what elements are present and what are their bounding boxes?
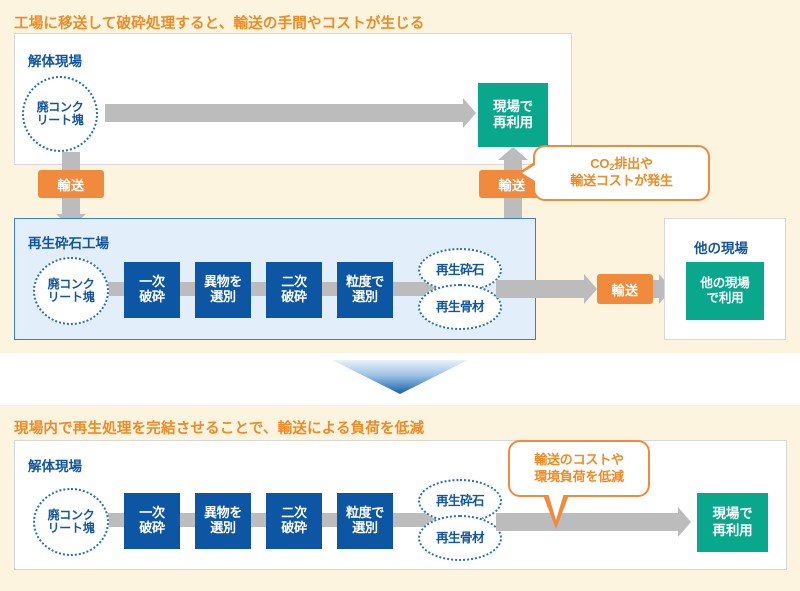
bottom-step-3-label: 二次 破砕	[281, 505, 307, 535]
top-onsite-reuse-box: 現場で 再利用	[478, 83, 548, 147]
bottom-output-2-label: 再生骨材	[435, 530, 485, 545]
bottom-step-2-label: 異物を 選別	[203, 505, 243, 535]
top-demolition-site-title: 解体現場	[28, 54, 82, 69]
section-divider-arrow	[332, 360, 468, 394]
top-waste-concrete-circle: 廃コンク リート塊	[22, 76, 98, 152]
factory-output-2-label: 再生骨材	[435, 299, 485, 314]
co2-subscript: 2	[609, 162, 615, 173]
bottom-onsite-reuse-label: 現場で 再利用	[712, 506, 753, 538]
factory-waste-concrete-circle: 廃コンク リート塊	[33, 257, 109, 325]
bottom-demolition-site-title: 解体現場	[28, 459, 82, 474]
co2-suffix: 排出や	[614, 156, 653, 172]
top-arrow-to-onsite-reuse	[105, 98, 476, 128]
cost-reduction-line1: 輸送のコストや	[534, 451, 624, 467]
bottom-onsite-reuse-box: 現場で 再利用	[697, 493, 768, 552]
bottom-step-1-label: 一次 破砕	[139, 505, 165, 535]
co2-callout-line1: CO2排出や	[590, 156, 653, 173]
bottom-step-grain-size-sorting: 粒度で 選別	[337, 493, 393, 549]
cost-reduction-callout-text: 輸送のコストや 環境負荷を低減	[534, 452, 624, 486]
transport-chip-down: 輸送	[38, 170, 104, 198]
bottom-waste-concrete-label: 廃コンク リート塊	[47, 507, 95, 535]
bottom-section-headline: 現場内で再生処理を完結させることで、輸送による負荷を低減	[14, 421, 425, 437]
co2-prefix: CO	[590, 156, 610, 172]
factory-step-primary-crushing: 一次 破砕	[124, 262, 180, 318]
other-site-title: 他の現場	[694, 241, 748, 256]
top-section-headline: 工場に移送して破砕処理すると、輸送の手間やコストが生じる	[14, 16, 425, 32]
transport-chip-down-label: 輸送	[57, 177, 85, 193]
bottom-output-recycled-aggregate: 再生骨材	[418, 515, 502, 561]
top-waste-concrete-label: 廃コンク リート塊	[36, 99, 84, 127]
factory-step-1-label: 一次 破砕	[139, 274, 165, 304]
other-site-reuse-box: 他の現場 で利用	[686, 262, 764, 320]
other-site-reuse-label: 他の現場 で利用	[700, 276, 750, 305]
co2-cost-callout: CO2排出や 輸送コストが発生	[533, 145, 710, 201]
factory-waste-concrete-label: 廃コンク リート塊	[47, 276, 95, 304]
factory-step-secondary-crushing: 二次 破砕	[266, 262, 322, 318]
transport-chip-right-label: 輸送	[611, 282, 639, 298]
co2-callout-line2: 輸送コストが発生	[570, 173, 673, 188]
factory-to-transport-arrow	[496, 274, 597, 304]
bottom-step-foreign-matter-sorting: 異物を 選別	[195, 493, 251, 549]
bottom-step-4-label: 粒度で 選別	[345, 505, 385, 535]
bottom-step-primary-crushing: 一次 破砕	[124, 493, 180, 549]
bottom-waste-concrete-circle: 廃コンク リート塊	[33, 488, 109, 556]
cost-reduction-callout-tail-inner	[548, 493, 564, 520]
factory-output-1-label: 再生砕石	[435, 262, 485, 277]
cost-reduction-line2: 環境負荷を低減	[534, 468, 624, 484]
factory-step-2-label: 異物を 選別	[203, 274, 243, 304]
factory-output-recycled-aggregate: 再生骨材	[418, 284, 502, 330]
bottom-output-1-label: 再生砕石	[435, 493, 485, 508]
co2-cost-callout-text: CO2排出や 輸送コストが発生	[570, 156, 673, 190]
transport-to-other-site-arrow	[653, 274, 672, 304]
factory-step-foreign-matter-sorting: 異物を 選別	[195, 262, 251, 318]
bottom-step-secondary-crushing: 二次 破砕	[266, 493, 322, 549]
top-onsite-reuse-label: 現場で 再利用	[493, 98, 533, 130]
cost-reduction-callout: 輸送のコストや 環境負荷を低減	[508, 440, 650, 497]
bottom-arrow-to-onsite-reuse	[496, 507, 691, 537]
factory-step-4-label: 粒度で 選別	[345, 274, 385, 304]
factory-title: 再生砕石工場	[28, 236, 109, 251]
factory-step-grain-size-sorting: 粒度で 選別	[337, 262, 393, 318]
transport-chip-right: 輸送	[597, 274, 653, 304]
co2-callout-tail-inner	[522, 165, 535, 181]
factory-step-3-label: 二次 破砕	[281, 274, 307, 304]
